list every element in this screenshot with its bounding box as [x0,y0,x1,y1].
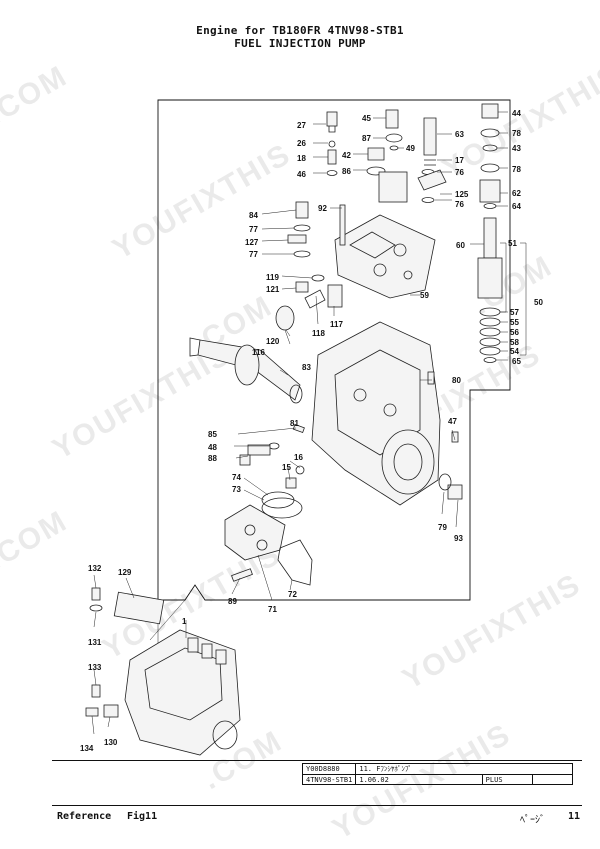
callout-121: 121 [266,285,280,294]
governor-parts [224,423,463,586]
footer-rule-top [52,760,582,761]
callout-56: 56 [510,328,519,337]
callout-55: 55 [510,318,519,327]
title-block-code: Y00D8880 [301,763,357,775]
header-title-engine: Engine for TB180FR 4TNV98-STB1 [196,24,404,37]
callout-16: 16 [294,453,303,462]
callout-81: 81 [290,419,299,428]
callout-133: 133 [88,663,102,672]
callout-15: 15 [282,463,291,472]
callout-43: 43 [512,144,521,153]
callout-88: 88 [208,454,217,463]
callout-93: 93 [454,534,463,543]
plunger-barrel-stack [477,103,503,363]
pump-head-block [334,204,436,299]
pump-housing [311,321,441,506]
callout-labels: 2726184645874286496317761257644784378626… [80,109,543,753]
watermark-com: .COM [0,59,73,131]
callout-80: 80 [452,376,461,385]
callout-87: 87 [362,134,371,143]
callout-17: 17 [455,156,464,165]
callout-48: 48 [208,443,217,452]
callout-127: 127 [245,238,259,247]
callout-73: 73 [232,485,241,494]
callout-62: 62 [512,189,521,198]
callout-134: 134 [80,744,94,753]
bracket-50 [520,242,527,356]
callout-116: 116 [252,348,265,357]
callout-42: 42 [342,151,351,160]
callout-117: 117 [330,320,343,329]
callout-57: 57 [510,308,519,317]
header-title-section: FUEL INJECTION PUMP [234,37,366,50]
title-block: Y00D8880 11. Fﾌﾝｼﾔﾎﾟﾝﾌﾟ 4TNV98-STB1 1.06… [301,763,574,785]
callout-77: 77 [249,250,258,259]
callout-89: 89 [228,597,237,606]
callout-64: 64 [512,202,521,211]
callout-85: 85 [208,430,217,439]
callout-120: 120 [266,337,280,346]
callout-63: 63 [455,130,464,139]
title-block-plus: PLUS [481,774,534,785]
callout-79: 79 [438,523,447,532]
callout-59: 59 [420,291,429,300]
callout-131: 131 [88,638,102,647]
callout-78: 78 [512,129,521,138]
feed-bolts [275,201,343,331]
watermark-com: .COM [0,504,73,576]
callout-130: 130 [104,738,118,747]
callout-118: 118 [312,329,325,338]
callout-49: 49 [406,144,415,153]
callout-72: 72 [288,590,297,599]
callout-76: 76 [455,200,464,209]
title-block-model: 4TNV98-STB1 [301,774,357,785]
footer-rule-bottom [52,805,582,806]
callout-50: 50 [534,298,543,307]
callout-125: 125 [455,190,469,199]
callout-76: 76 [455,168,464,177]
callout-92: 92 [318,204,327,213]
callout-18: 18 [297,154,306,163]
callout-58: 58 [510,338,519,347]
footer-reference: Reference [57,811,112,822]
callout-26: 26 [297,139,306,148]
callout-77: 77 [249,225,258,234]
title-block-blank [532,774,574,785]
callout-132: 132 [88,564,102,573]
callout-84: 84 [249,211,258,220]
title-block-desc: 11. Fﾌﾝｼﾔﾎﾟﾝﾌﾟ [355,763,574,775]
callout-86: 86 [342,167,351,176]
callout-46: 46 [297,170,306,179]
callout-27: 27 [297,121,306,130]
callout-47: 47 [448,417,457,426]
callout-119: 119 [266,273,279,282]
callout-51: 51 [508,239,517,248]
callout-44: 44 [512,109,521,118]
watermark-text: YOUFIXTHIS [107,137,297,266]
callout-60: 60 [456,241,465,250]
footer-page-label: ﾍﾟｰｼﾞ [520,815,545,826]
assembled-pump-view [85,587,241,756]
callout-83: 83 [302,363,311,372]
callout-129: 129 [118,568,132,577]
footer-page-number: 11 [568,811,581,822]
drive-shaft [189,337,303,404]
callout-78: 78 [512,165,521,174]
diagram-frame [157,99,511,601]
callout-1: 1 [182,617,187,626]
callout-45: 45 [362,114,371,123]
leader-lines [91,111,508,735]
footer-fig: Fig11 [127,811,158,822]
watermark-text: YOUFIXTHIS [397,567,587,696]
callout-74: 74 [232,473,241,482]
delivery-valve-holders [326,109,447,203]
title-block-date: 1.06.02 [355,774,483,785]
callout-71: 71 [268,605,277,614]
callout-65: 65 [512,357,521,366]
callout-54: 54 [510,347,519,356]
